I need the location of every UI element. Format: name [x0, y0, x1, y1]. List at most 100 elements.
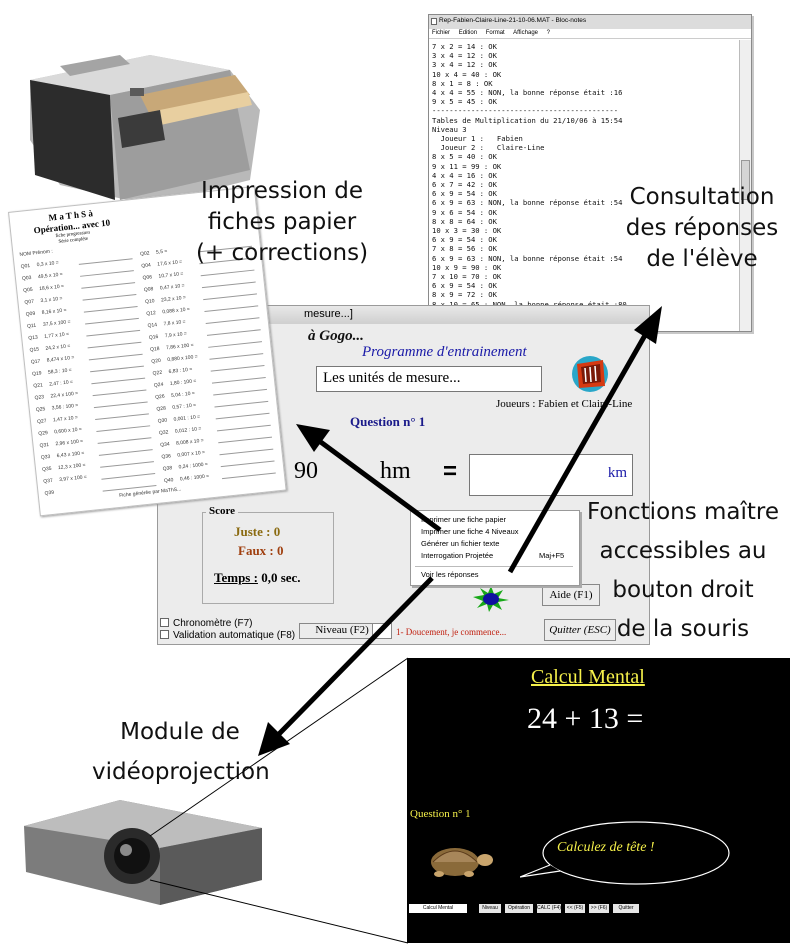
paper-question-label: Q05	[23, 286, 34, 294]
calc-equation: 24 + 13 =	[527, 702, 644, 735]
players-label: Joueurs : Fabien et Claire-Line	[496, 398, 633, 410]
menu-edition[interactable]: Edition	[458, 30, 478, 36]
video-prev-button[interactable]: << (F5)	[565, 904, 585, 913]
notepad-scrollbar[interactable]	[739, 40, 751, 331]
notepad-line: 10 x 3 = 30 : OK	[432, 226, 502, 236]
question-label: Question n° 1	[350, 414, 426, 429]
notepad-title-bar: Rep-Fabien-Claire-Line-21-10-06.MAT - Bl…	[429, 15, 751, 29]
notepad-menubar: Fichier Edition Format Affichage ?	[429, 29, 751, 39]
paper-answer-line	[97, 437, 152, 444]
menu-fichier[interactable]: Fichier	[432, 30, 451, 36]
paper-question-label: Q19	[31, 370, 42, 378]
menu-item-print-4-levels[interactable]: Imprimer une fiche 4 Niveaux	[421, 527, 519, 536]
notepad-line: 10 x 4 = 40 : OK	[432, 69, 502, 79]
notepad-line: ----------------------------------------…	[432, 106, 619, 116]
paper-question-expression: 7,9 x 10 =	[164, 330, 188, 340]
quit-button[interactable]: Quitter (ESC)	[544, 619, 616, 641]
paper-question-expression: 7,8 x 10 =	[163, 319, 186, 328]
paper-question-label: Q26	[154, 393, 165, 401]
paper-answer-line	[93, 401, 148, 409]
menu-item-view-answers[interactable]: Voir les réponses	[421, 570, 479, 579]
paper-answer-line	[81, 282, 136, 289]
notepad-line: 9 x 5 = 45 : OK	[432, 97, 497, 107]
menu-help[interactable]: ?	[546, 30, 551, 36]
speech-bubble	[520, 821, 730, 885]
paper-question-expression: 58,3 : 10 =	[47, 367, 72, 376]
checkbox-box[interactable]	[160, 618, 169, 627]
menu-format[interactable]: Format	[485, 30, 505, 36]
paper-answer-line	[210, 365, 265, 372]
paper-answer-line	[95, 413, 149, 421]
video-mode-select[interactable]: Calcul Mental	[409, 904, 467, 913]
juste-count: Juste : 0	[234, 524, 281, 539]
paper-answer-line	[206, 329, 261, 336]
timer-label: Temps :	[214, 570, 258, 585]
menu-item-print-sheet[interactable]: Imprimer une fiche papier	[421, 515, 507, 524]
paper-answer-line	[80, 270, 134, 277]
paper-answer-line	[221, 472, 276, 480]
video-next-button[interactable]: >> (F6)	[589, 904, 609, 913]
paper-question-expression: 0,012 : 10 =	[174, 425, 202, 435]
notepad-line: 3 x 4 = 12 : OK	[432, 60, 497, 70]
paper-question-label: Q08	[143, 286, 154, 294]
paper-question-expression: 2,96 x 100 =	[55, 438, 84, 448]
paper-name-field: NOM Prénom :	[19, 248, 54, 259]
paper-question-expression: 5,5 =	[155, 248, 168, 256]
paper-question-expression: 1,80 : 100 =	[169, 378, 197, 388]
paper-question-label: Q01	[20, 262, 31, 270]
paper-question-label: Q31	[39, 442, 50, 449]
menu-affichage[interactable]: Affichage	[513, 30, 538, 36]
paper-question-expression: 17,6 x 10 =	[157, 259, 183, 268]
paper-question-label: Q22	[152, 369, 163, 377]
notepad-line: 6 x 9 = 54 : OK	[432, 281, 497, 291]
answer-input[interactable]: km	[469, 454, 633, 496]
notepad-line: Niveau 3	[432, 124, 467, 134]
level-description: 1- Doucement, je commence...	[396, 627, 507, 637]
paper-answer-line	[78, 258, 133, 265]
scrollbar-thumb[interactable]	[741, 160, 750, 200]
menu-item-text-file[interactable]: Générer un fichier texte	[421, 539, 500, 548]
unit-title-box: Les unités de mesure...	[316, 366, 542, 392]
notepad-line: 8 x 9 = 72 : OK	[432, 290, 497, 300]
paper-question-label: Q09	[25, 310, 36, 318]
paper-question-expression: 8,474 x 10 =	[46, 354, 75, 364]
video-question-label: Question n° 1	[410, 808, 471, 820]
paper-question-label: Q20	[151, 357, 162, 365]
paper-question-expression: 0,007 x 10 =	[177, 449, 206, 459]
paper-question-expression: 0,600 x 10 =	[53, 426, 83, 436]
paper-answer-line	[204, 305, 259, 313]
video-quit-button[interactable]: Quitter (ESC)	[613, 904, 639, 919]
paper-question-expression: 18,6 x 10 =	[38, 283, 65, 293]
paper-question-label: Q17	[30, 358, 41, 366]
faux-count: Faux : 0	[238, 543, 284, 558]
paper-answer-line	[201, 281, 256, 289]
paper-question-label: Q11	[26, 322, 37, 330]
paper-question-label: Q40	[163, 477, 174, 485]
notepad-line: 6 x 7 = 42 : OK	[432, 180, 497, 190]
chrono-checkbox[interactable]: Chronomètre (F7)	[160, 618, 252, 629]
paper-question-label: Q30	[157, 417, 168, 425]
checkbox-box[interactable]	[160, 630, 169, 639]
notepad-line: 3 x 4 = 12 : OK	[432, 51, 497, 61]
video-niveau-button[interactable]: Niveau (F2)	[479, 904, 501, 919]
paper-question-expression: 1,77 x 10 =	[43, 331, 70, 340]
paper-question-expression: 6,83 : 10 =	[168, 366, 193, 376]
paper-question-expression: 8,16 x 10 =	[41, 307, 67, 317]
paper-question-label: Q04	[141, 262, 152, 270]
timer-value: 0,0 sec.	[261, 570, 301, 585]
paper-question-expression: 3,97 x 100 =	[58, 474, 88, 484]
aide-button[interactable]: Aide (F1)	[542, 584, 600, 606]
paper-question-label: Q35	[41, 465, 52, 473]
paper-answer-line	[100, 461, 154, 468]
niveau-select[interactable]	[372, 623, 392, 639]
video-operation-button[interactable]: Opération (F3)	[505, 904, 533, 919]
paper-question-expression: 0,57 : 10 =	[172, 402, 197, 411]
question-unit: hm	[380, 458, 411, 484]
validation-checkbox[interactable]: Validation automatique (F8)	[160, 630, 295, 641]
star-burst-icon	[473, 586, 509, 612]
paper-question-label: Q03	[21, 274, 32, 282]
video-calc-button[interactable]: CALC (F4)	[537, 904, 561, 913]
